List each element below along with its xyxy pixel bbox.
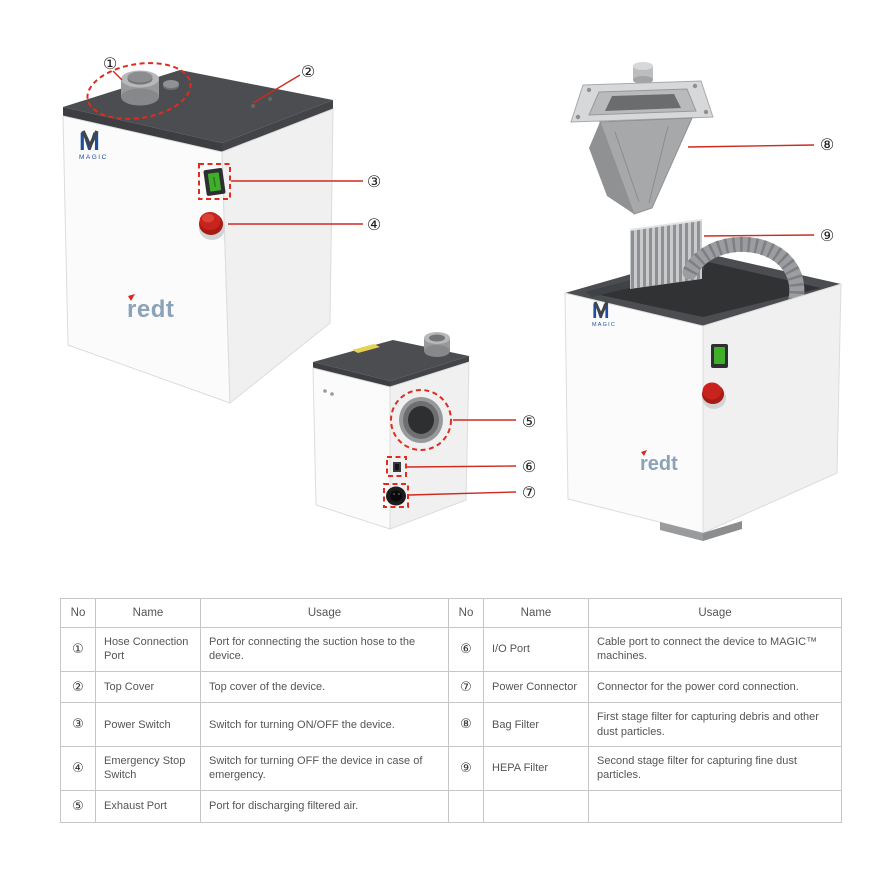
foot-left bbox=[660, 522, 703, 541]
rear-top-port bbox=[424, 332, 450, 357]
callout-6: ⑥ bbox=[522, 459, 536, 476]
header-usage-right: Usage bbox=[588, 598, 842, 628]
cell-no: ⑧ bbox=[448, 702, 484, 748]
cell-name: I/O Port bbox=[483, 627, 589, 672]
cell-usage: Second stage filter for capturing fine d… bbox=[588, 746, 842, 791]
header-no-left: No bbox=[60, 598, 96, 628]
svg-text:MAGIC: MAGIC bbox=[79, 154, 108, 161]
redt-logo: redt bbox=[127, 294, 174, 323]
magic-logo-2: M MAGIC bbox=[592, 300, 616, 328]
device-open-top-view: M MAGIC redt bbox=[564, 218, 842, 541]
device-main-front-view: M MAGIC redt bbox=[62, 62, 334, 405]
callout-1: ① bbox=[103, 56, 117, 73]
callout-3: ③ bbox=[367, 174, 381, 191]
svg-text:redt: redt bbox=[640, 453, 678, 475]
power-switch-highlight bbox=[198, 163, 231, 200]
parts-table-section: No Name Usage No Name Usage ① Hose Conne… bbox=[60, 598, 842, 823]
cell-name: Emergency Stop Switch bbox=[95, 746, 201, 791]
parts-table: No Name Usage No Name Usage ① Hose Conne… bbox=[60, 598, 842, 823]
callout-7: ⑦ bbox=[522, 485, 536, 502]
header-name-left: Name bbox=[95, 598, 201, 628]
cell-no: ⑥ bbox=[448, 627, 484, 672]
cell-usage: First stage filter for capturing debris … bbox=[588, 702, 842, 748]
table-row: ① Hose Connection Port Port for connecti… bbox=[60, 627, 842, 672]
redt-logo-2: redt bbox=[640, 450, 678, 475]
header-name-right: Name bbox=[483, 598, 589, 628]
callout-8: ⑧ bbox=[820, 137, 834, 154]
cell-name: Exhaust Port bbox=[95, 789, 201, 823]
cell-usage: Connector for the power cord connection. bbox=[588, 670, 842, 704]
cell-no bbox=[448, 789, 484, 823]
callout-4: ④ bbox=[367, 217, 381, 234]
foot-right bbox=[703, 521, 742, 541]
hose-port-highlight bbox=[86, 62, 192, 120]
cell-no: ④ bbox=[60, 746, 96, 791]
callout-leader-lines bbox=[112, 70, 815, 496]
cell-usage: Cable port to connect the device to MAGI… bbox=[588, 627, 842, 672]
bag-filter-fabric bbox=[589, 117, 693, 215]
cell-usage: Switch for turning OFF the device in cas… bbox=[200, 746, 449, 791]
table-row: ② Top Cover Top cover of the device. ⑦ P… bbox=[60, 670, 842, 704]
cell-no: ② bbox=[60, 670, 96, 704]
callout-numbers: ① ② ③ ④ ⑤ ⑥ ⑦ ⑧ ⑨ bbox=[103, 56, 834, 502]
cell-no: ① bbox=[60, 627, 96, 672]
callout-5: ⑤ bbox=[522, 414, 536, 431]
header-usage-left: Usage bbox=[200, 598, 449, 628]
logo-v-mark bbox=[81, 130, 99, 151]
callout-2: ② bbox=[301, 64, 315, 81]
device-diagram: M MAGIC redt bbox=[62, 56, 842, 541]
cell-usage: Top cover of the device. bbox=[200, 670, 449, 704]
io-port-highlight bbox=[386, 456, 407, 477]
emergency-stop-switch bbox=[199, 212, 225, 240]
interior-opening bbox=[586, 261, 821, 317]
cell-name: Top Cover bbox=[95, 670, 201, 704]
table-row: ⑤ Exhaust Port Port for discharging filt… bbox=[60, 789, 842, 823]
cell-usage bbox=[588, 789, 842, 823]
cell-name: Power Connector bbox=[483, 670, 589, 704]
side-face bbox=[221, 108, 334, 405]
power-switch-2 bbox=[711, 344, 728, 368]
exhaust-port bbox=[399, 397, 443, 443]
side-face-open bbox=[702, 283, 842, 534]
label-sticker bbox=[352, 344, 380, 353]
svg-text:redt: redt bbox=[127, 296, 174, 323]
cell-name: Power Switch bbox=[95, 702, 201, 748]
hose-connection-port bbox=[121, 70, 179, 106]
cell-no: ⑨ bbox=[448, 746, 484, 791]
table-row: ④ Emergency Stop Switch Switch for turni… bbox=[60, 746, 842, 791]
cell-no: ③ bbox=[60, 702, 96, 748]
cell-name: Bag Filter bbox=[483, 702, 589, 748]
cell-name: HEPA Filter bbox=[483, 746, 589, 791]
cell-usage: Port for connecting the suction hose to … bbox=[200, 627, 449, 672]
cell-no: ⑦ bbox=[448, 670, 484, 704]
bag-filter-assembly bbox=[570, 62, 714, 215]
header-no-right: No bbox=[448, 598, 484, 628]
svg-text:MAGIC: MAGIC bbox=[592, 322, 616, 328]
io-port bbox=[393, 462, 401, 472]
cell-no: ⑤ bbox=[60, 789, 96, 823]
exhaust-port-highlight bbox=[390, 389, 452, 451]
power-connector-highlight bbox=[383, 483, 409, 508]
power-connector bbox=[386, 486, 406, 506]
front-face-open bbox=[564, 292, 704, 534]
table-header-row: No Name Usage No Name Usage bbox=[60, 598, 842, 628]
callout-9: ⑨ bbox=[820, 228, 834, 245]
cell-name bbox=[483, 789, 589, 823]
cell-usage: Port for discharging filtered air. bbox=[200, 789, 449, 823]
cell-usage: Switch for turning ON/OFF the device. bbox=[200, 702, 449, 748]
device-rear-view bbox=[312, 332, 470, 530]
logo-v-mark-2 bbox=[593, 301, 609, 319]
emergency-stop-2 bbox=[702, 382, 726, 409]
cell-name: Hose Connection Port bbox=[95, 627, 201, 672]
table-row: ③ Power Switch Switch for turning ON/OFF… bbox=[60, 702, 842, 748]
power-switch bbox=[203, 167, 226, 196]
magic-logo: M MAGIC bbox=[79, 128, 108, 161]
